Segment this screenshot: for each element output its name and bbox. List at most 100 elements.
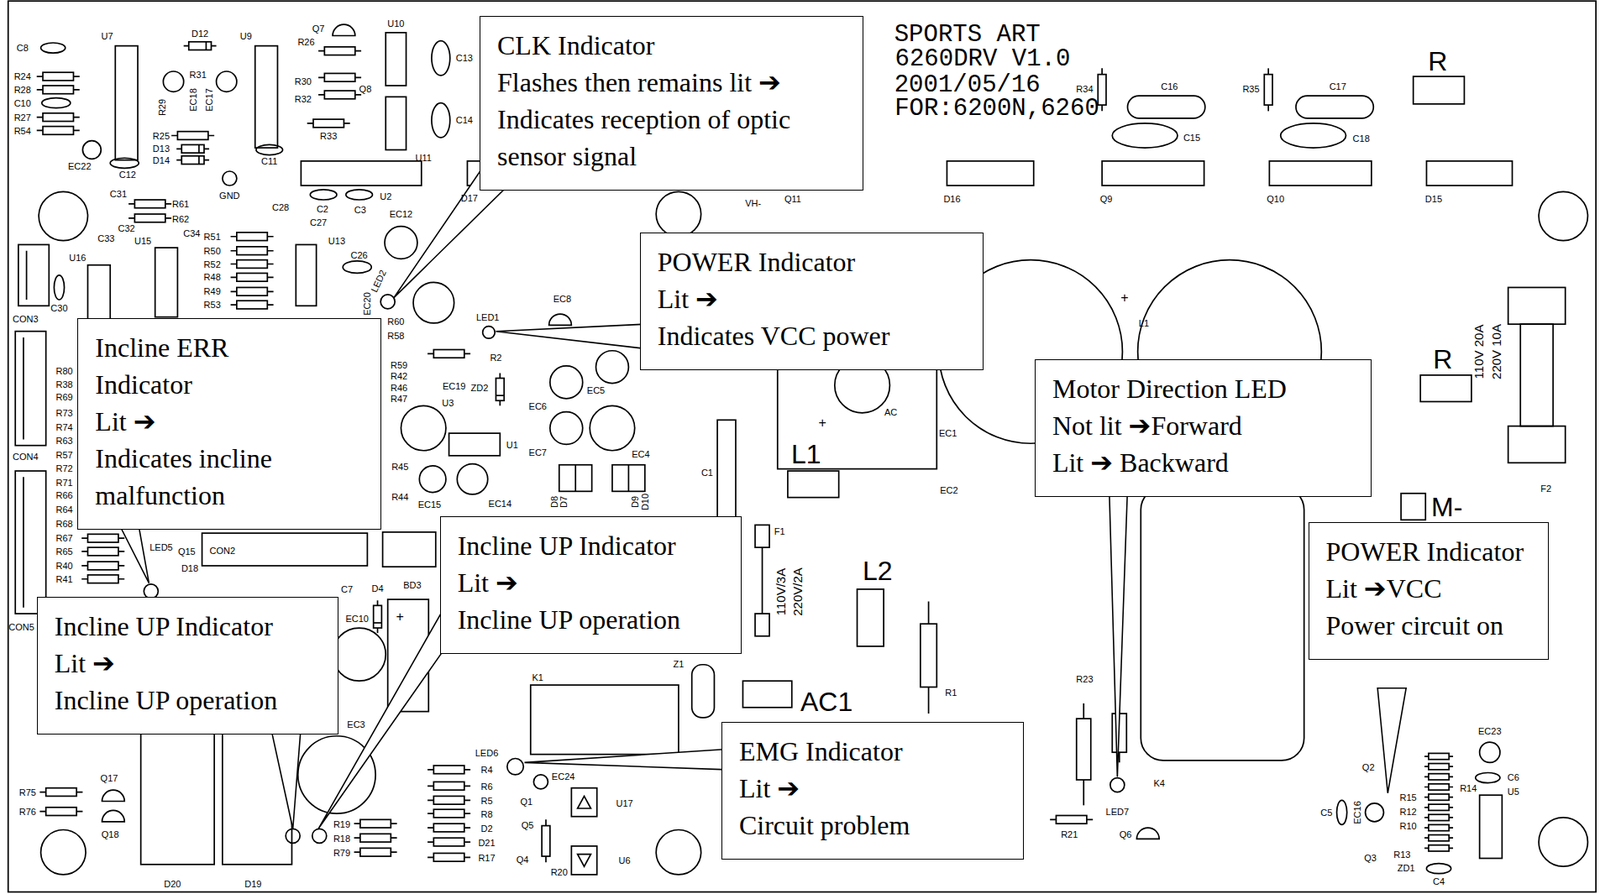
capacitor-symbol bbox=[110, 157, 139, 168]
silkscreen-label: Z1 bbox=[673, 659, 685, 669]
silkscreen-label: + bbox=[1120, 291, 1128, 305]
callout-text: Incline UP operation bbox=[54, 681, 326, 719]
silkscreen-label: R58 bbox=[387, 330, 404, 341]
resistor-symbol bbox=[354, 834, 398, 843]
test-point bbox=[222, 171, 237, 186]
ic-package bbox=[1479, 795, 1503, 859]
silkscreen-label: ZD2 bbox=[471, 382, 489, 393]
silkscreen-label: R57 bbox=[55, 450, 73, 460]
silkscreen-label: SPORTS ART bbox=[894, 22, 1041, 48]
silkscreen-label: U6 bbox=[619, 856, 631, 866]
silkscreen-label: R74 bbox=[55, 423, 73, 433]
silkscreen-label: R38 bbox=[55, 380, 73, 390]
resistor-symbol bbox=[1424, 753, 1454, 760]
resistor-symbol bbox=[230, 300, 274, 310]
diode-symbol bbox=[373, 600, 383, 634]
silkscreen-label: R73 bbox=[55, 409, 73, 419]
diode-symbol bbox=[559, 465, 593, 493]
callout-text: Lit ➔ bbox=[457, 564, 729, 602]
component-outline bbox=[530, 685, 679, 756]
silkscreen-label: U13 bbox=[328, 236, 346, 246]
resistor-symbol bbox=[1424, 764, 1454, 771]
callout-heading: CLK Indicator bbox=[497, 26, 850, 64]
silkscreen-label: C27 bbox=[309, 217, 327, 227]
silkscreen-label: F2 bbox=[1540, 483, 1552, 494]
silkscreen-label: R30 bbox=[294, 77, 312, 87]
silkscreen-label: R79 bbox=[333, 848, 351, 858]
connector-housing bbox=[15, 244, 436, 614]
resistor-symbol bbox=[81, 547, 125, 557]
silkscreen-label: Q3 bbox=[1363, 853, 1377, 863]
silkscreen-label: R33 bbox=[320, 131, 337, 141]
resistor-symbol bbox=[427, 823, 471, 833]
callout-text: Lit ➔ bbox=[94, 403, 330, 441]
silkscreen-label: 110V 20A bbox=[1472, 325, 1485, 380]
silkscreen-label: R61 bbox=[172, 199, 189, 209]
callout-box: POWER IndicatorLit ➔VCCPower circuit on bbox=[1308, 522, 1549, 661]
component-outline bbox=[1413, 76, 1465, 105]
board-outline bbox=[8, 0, 1596, 892]
electrolytic-capacitor bbox=[550, 366, 583, 399]
silkscreen-label: Q17 bbox=[100, 773, 119, 783]
silkscreen-label: C3 bbox=[354, 205, 367, 216]
resistor-symbol bbox=[36, 85, 80, 95]
fuse-holder bbox=[761, 547, 764, 614]
electrolytic-capacitor bbox=[82, 141, 101, 160]
test-point bbox=[222, 171, 237, 186]
silkscreen-label: CON4 bbox=[12, 452, 39, 462]
diode-symbol bbox=[574, 465, 577, 493]
mounting-hole bbox=[41, 829, 86, 875]
connector-housing bbox=[26, 251, 28, 300]
resistor-symbol bbox=[81, 534, 125, 543]
silkscreen-label: C6 bbox=[1507, 772, 1520, 782]
silkscreen-label: D2 bbox=[480, 823, 493, 834]
resistor-symbol bbox=[427, 765, 471, 775]
resistor-symbol bbox=[1424, 824, 1454, 831]
connector-housing bbox=[22, 337, 25, 440]
transistor-symbol bbox=[101, 810, 125, 822]
electrolytic-capacitor bbox=[413, 282, 455, 324]
resistor-symbol bbox=[427, 350, 471, 359]
silkscreen-label: R44 bbox=[391, 492, 409, 502]
silkscreen-label: D8 bbox=[549, 496, 559, 509]
silkscreen-label: R32 bbox=[294, 94, 312, 104]
capacitor-symbol bbox=[1295, 95, 1374, 119]
silkscreen-label: R23 bbox=[1075, 675, 1093, 685]
mounting-hole bbox=[38, 191, 88, 241]
silkscreen-label: LED6 bbox=[475, 748, 499, 758]
heatsink-pad bbox=[1269, 161, 1371, 186]
silkscreen-label: D19 bbox=[244, 880, 262, 890]
ic-package bbox=[385, 96, 406, 150]
silkscreen-label: R41 bbox=[55, 575, 73, 585]
silkscreen-label: Q5 bbox=[521, 820, 535, 830]
resistor-symbol bbox=[1049, 815, 1093, 824]
silkscreen-label: EC16 bbox=[1352, 802, 1362, 826]
diode-symbol bbox=[628, 465, 630, 493]
resistor-symbol bbox=[1424, 814, 1454, 821]
silkscreen-label: CON3 bbox=[12, 314, 39, 325]
capacitor-symbol bbox=[342, 261, 372, 274]
silkscreen-label: R5 bbox=[480, 796, 493, 806]
silkscreen-label: D13 bbox=[152, 144, 170, 154]
component-outline bbox=[577, 855, 592, 868]
silkscreen-label: Q9 bbox=[1100, 194, 1113, 204]
silkscreen-label: Q7 bbox=[312, 24, 326, 34]
capacitor-symbol bbox=[431, 103, 451, 138]
silkscreen-label: R64 bbox=[55, 505, 73, 515]
component-outline bbox=[857, 589, 885, 647]
electrolytic-capacitor bbox=[456, 464, 488, 495]
silkscreen-label: EC18 bbox=[188, 88, 198, 112]
silkscreen-label: L2 bbox=[862, 557, 893, 585]
component-outline bbox=[1420, 375, 1472, 403]
ic-package bbox=[449, 433, 501, 457]
silkscreen-label: 6260DRV V1.0 bbox=[895, 47, 1071, 72]
silkscreen-label: + bbox=[818, 416, 827, 431]
silkscreen-label: ZD1 bbox=[1397, 863, 1416, 873]
silkscreen-label: C12 bbox=[119, 169, 137, 179]
silkscreen-label: U16 bbox=[68, 253, 86, 263]
silkscreen-label: R27 bbox=[14, 112, 32, 122]
silkscreen-label: BD3 bbox=[403, 581, 421, 591]
callout-pointer bbox=[1109, 487, 1128, 777]
callout-text: Flashes then remains lit ➔ bbox=[497, 63, 850, 101]
callout-heading: Incline UP Indicator bbox=[54, 608, 326, 646]
